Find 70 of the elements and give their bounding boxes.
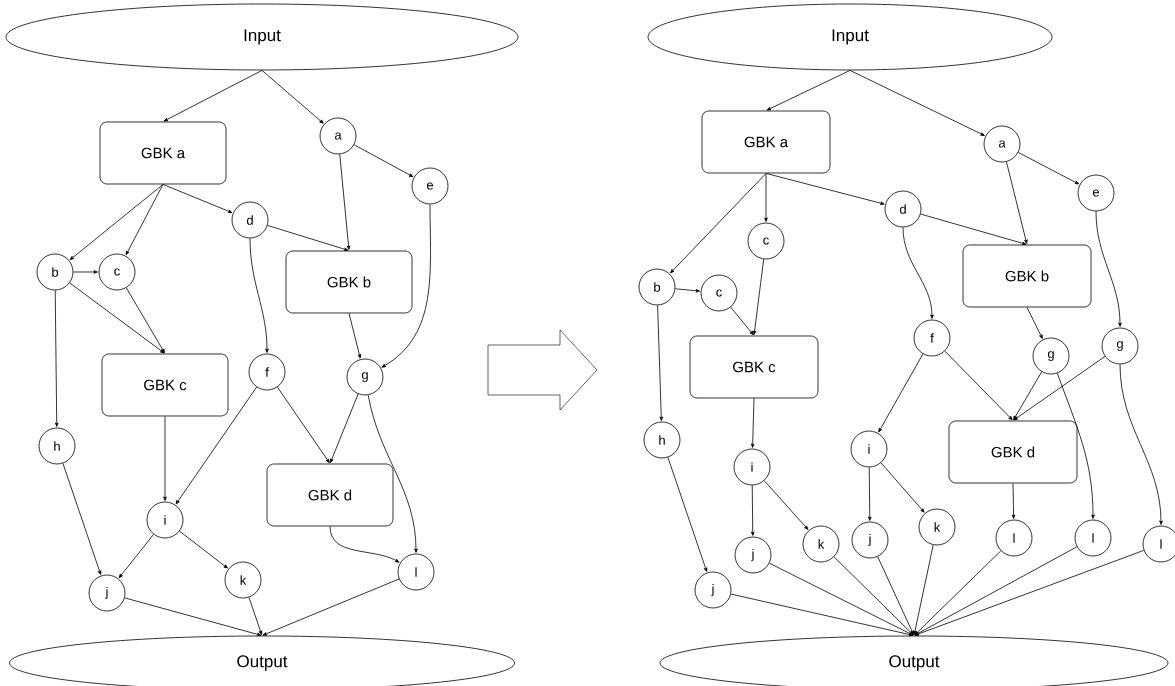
arrow [1095, 211, 1122, 327]
arrow [1119, 364, 1163, 525]
arrow [249, 238, 269, 353]
arrow [1017, 152, 1080, 185]
arrow [73, 270, 98, 274]
arrow [339, 153, 351, 250]
arrow [674, 288, 700, 293]
arrow [330, 393, 359, 463]
arrow [1013, 356, 1106, 421]
arrow [62, 463, 102, 575]
arrow [914, 546, 1078, 636]
arrow [162, 184, 233, 213]
process-box: GBK a [99, 121, 227, 185]
arrow [880, 462, 925, 513]
process-box: GBK b [285, 250, 413, 314]
arrow [163, 416, 167, 501]
arrow [765, 173, 885, 205]
arrow [248, 597, 263, 635]
arrow [262, 578, 400, 636]
arrow [914, 550, 1145, 636]
arrow [750, 398, 755, 448]
arrow [913, 544, 934, 635]
arrow [69, 184, 164, 261]
arrow [944, 350, 1013, 421]
arrow [1013, 371, 1043, 420]
arrow [877, 556, 914, 635]
process-box: GBK c [689, 335, 819, 399]
process-box: GBK a [701, 110, 831, 174]
arrow [54, 290, 59, 427]
arrow [764, 173, 768, 222]
arrow [261, 70, 324, 124]
arrow [766, 70, 851, 111]
arrow [179, 530, 228, 569]
arrow [730, 306, 754, 336]
arrow [353, 144, 414, 178]
arrow [124, 597, 262, 637]
arrow [667, 457, 708, 572]
arrow [125, 184, 164, 256]
arrow [902, 227, 934, 319]
arrow [763, 480, 809, 530]
arrow [730, 593, 914, 637]
arrow [878, 353, 924, 433]
arrow [868, 467, 872, 521]
arrow [849, 70, 985, 136]
arrow [348, 313, 362, 359]
arrow [175, 386, 257, 505]
arrow [1011, 483, 1016, 519]
arrow [277, 386, 330, 464]
arrow [657, 305, 663, 421]
arrow [367, 394, 418, 553]
arrow [329, 526, 400, 563]
process-box: GBK d [266, 463, 394, 527]
process-box: GBK b [962, 244, 1092, 308]
arrow [833, 556, 914, 636]
arrow [751, 485, 755, 536]
arrow [118, 534, 154, 579]
arrow [920, 213, 1027, 245]
arrow [1006, 161, 1028, 244]
arrow [163, 70, 263, 122]
arrow [381, 204, 431, 368]
arrow [125, 287, 165, 353]
process-box: GBK d [948, 420, 1078, 484]
arrow [1056, 372, 1095, 519]
arrow [69, 282, 165, 354]
arrow [670, 173, 767, 274]
arrow [267, 225, 349, 251]
arrow [1026, 307, 1043, 339]
arrow [752, 258, 765, 335]
arrow [914, 550, 1002, 636]
process-box: GBK c [101, 353, 229, 417]
